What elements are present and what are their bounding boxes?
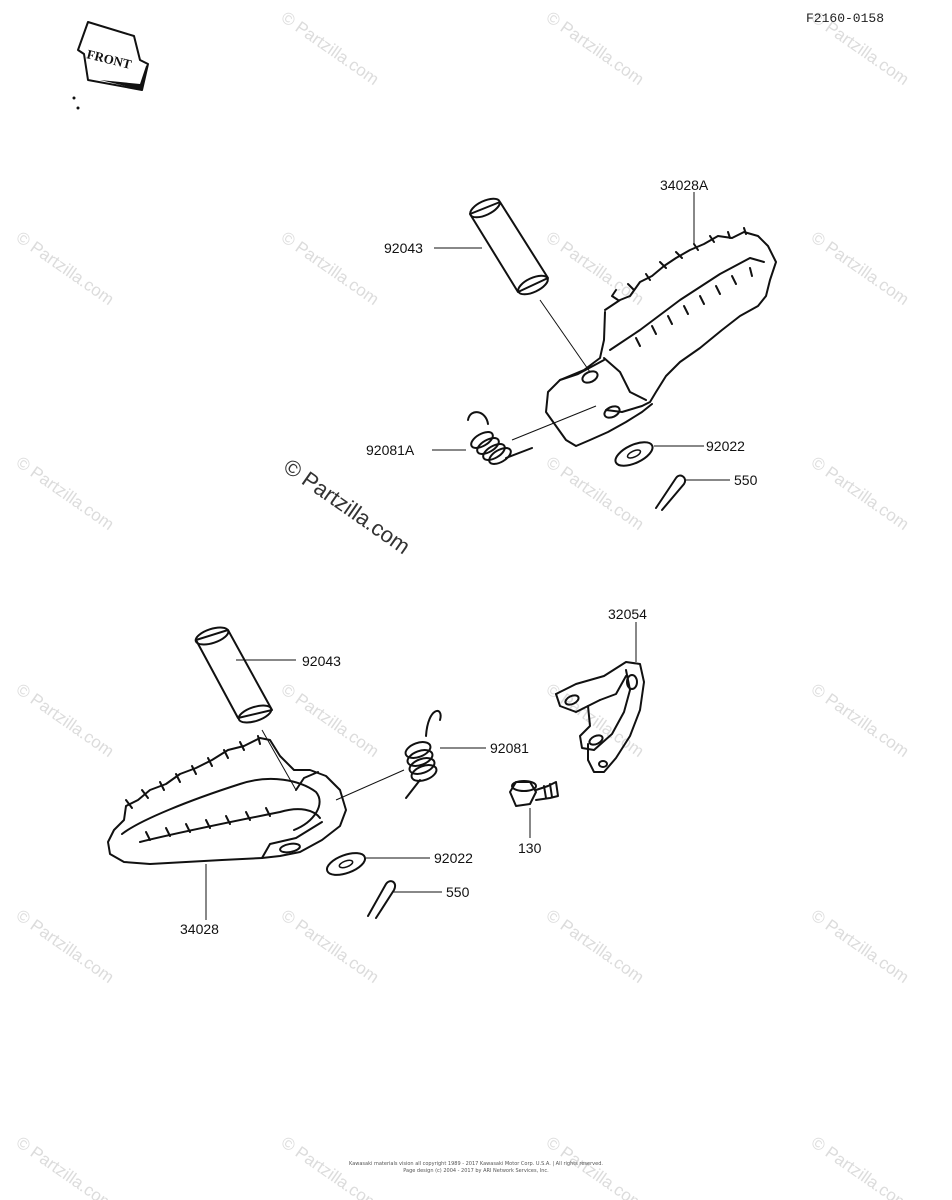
- watermark: © Partzilla.com: [543, 228, 648, 309]
- label-bracket: 32054: [608, 606, 647, 622]
- label-upper-pin: 92043: [384, 240, 423, 256]
- upper-pin-axis: [539, 299, 591, 373]
- watermark: © Partzilla.com: [13, 906, 118, 987]
- copyright-line-1: Kawasaki materials vision all copyright …: [349, 1161, 603, 1167]
- watermark: © Partzilla.com: [278, 680, 383, 761]
- copyright-line-2: Page design (c) 2004 - 2017 by ARI Netwo…: [403, 1168, 549, 1174]
- upper-spring-axis: [511, 405, 597, 441]
- watermark: © Partzilla.com: [13, 1133, 118, 1200]
- watermark: © Partzilla.com: [808, 228, 913, 309]
- upper-footpeg: [545, 227, 777, 447]
- label-upper-cotter: 550: [734, 472, 758, 488]
- label-lower-pin: 92043: [302, 653, 341, 669]
- upper-pin: [469, 197, 549, 296]
- label-upper-spring: 92081A: [366, 442, 415, 458]
- bolt: [509, 780, 559, 807]
- watermark-center: © Partzilla.com: [279, 454, 415, 560]
- upper-leader-lines: [432, 192, 730, 481]
- lower-footpeg: [107, 735, 347, 865]
- upper-spring: [467, 411, 533, 465]
- watermark: © Partzilla.com: [13, 228, 118, 309]
- label-lower-washer: 92022: [434, 850, 473, 866]
- lower-pin: [194, 626, 273, 724]
- upper-washer: [614, 441, 654, 467]
- watermark: © Partzilla.com: [278, 228, 383, 309]
- label-upper-footpeg: 34028A: [660, 177, 709, 193]
- bracket: [555, 661, 645, 773]
- watermark: © Partzilla.com: [808, 906, 913, 987]
- watermark: © Partzilla.com: [543, 8, 648, 89]
- watermark: © Partzilla.com: [278, 8, 383, 89]
- watermark: © Partzilla.com: [278, 906, 383, 987]
- watermark: © Partzilla.com: [808, 453, 913, 534]
- label-lower-footpeg: 34028: [180, 921, 219, 937]
- watermark: © Partzilla.com: [13, 680, 118, 761]
- front-arrow-icon: FRONT: [72, 21, 149, 110]
- watermark: © Partzilla.com: [13, 453, 118, 534]
- front-label: FRONT: [85, 46, 133, 72]
- lower-spring: [404, 710, 442, 799]
- watermark-layer: © Partzilla.com © Partzilla.com © Partzi…: [13, 8, 913, 1200]
- lower-leader-lines: [205, 622, 637, 920]
- watermark: © Partzilla.com: [808, 680, 913, 761]
- label-lower-spring: 92081: [490, 740, 529, 756]
- watermark: © Partzilla.com: [808, 1133, 913, 1200]
- lower-spring-axis: [335, 769, 405, 801]
- label-bolt: 130: [518, 840, 542, 856]
- watermark: © Partzilla.com: [543, 906, 648, 987]
- lower-washer: [325, 852, 367, 876]
- diagram-code: F2160-0158: [806, 11, 884, 26]
- upper-cotter-pin: [655, 474, 686, 511]
- lower-cotter-pin: [367, 880, 396, 919]
- label-upper-washer: 92022: [706, 438, 745, 454]
- label-lower-cotter: 550: [446, 884, 470, 900]
